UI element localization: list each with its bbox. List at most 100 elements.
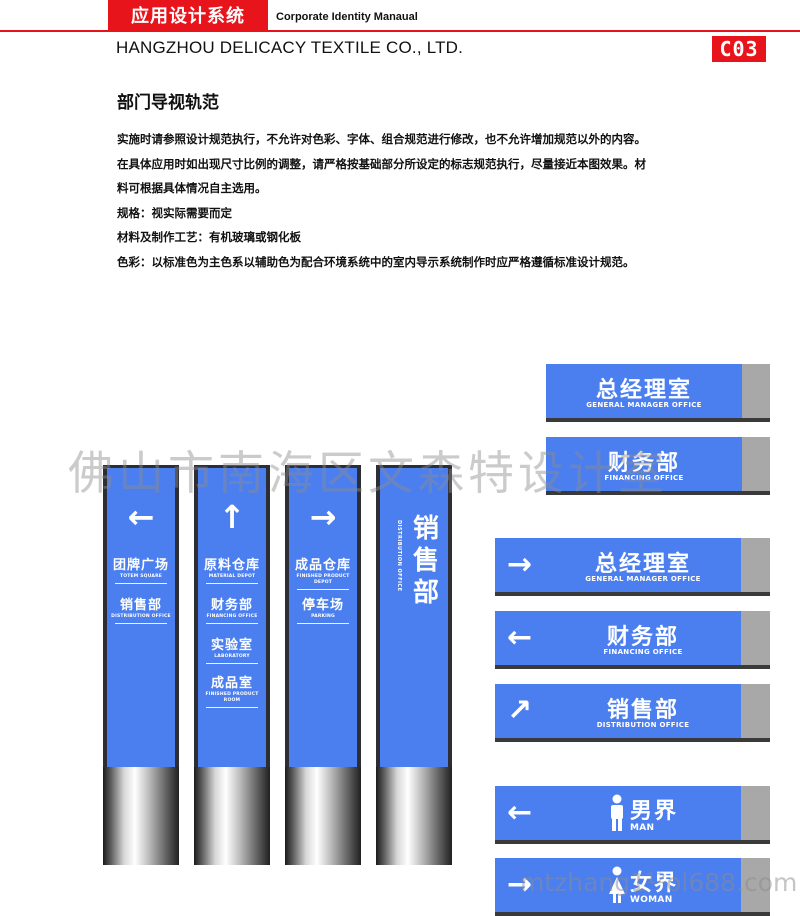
- door-plate-general-manager: 总经理室 GENERAL MANAGER OFFICE: [546, 364, 770, 422]
- divider: [115, 583, 167, 584]
- pylon-item: 成品仓库 FINISHED PRODUCT DEPOT: [289, 558, 357, 590]
- arrow-right-icon: →: [507, 867, 533, 902]
- pylon-item-zh: 团牌广场: [112, 558, 169, 573]
- section-title: 部门导视轨范: [117, 93, 219, 113]
- arrow-left-icon: ←: [127, 498, 155, 536]
- plate-side: [741, 611, 770, 665]
- watermark-text: 佛山市南海区文森特设计室: [68, 446, 668, 500]
- pylon-item-en: FINISHED PRODUCT ROOM: [205, 692, 259, 703]
- body-line: 在具体应用时如出现尺寸比例的调整，请严格按基础部分所设定的标志规范执行，尽量接近…: [117, 156, 646, 171]
- plate-label-zh: 财务部: [607, 451, 680, 476]
- divider: [115, 623, 167, 624]
- man-icon: [611, 794, 623, 831]
- arrow-right-icon: →: [507, 547, 533, 582]
- plate-label-en: GENERAL MANAGER OFFICE: [585, 575, 701, 583]
- plate-label-zh: 男界: [630, 799, 679, 824]
- pylon-face: → 成品仓库 FINISHED PRODUCT DEPOT 停车场 PARKIN…: [285, 465, 361, 767]
- pylon-item-en: PARKING: [311, 614, 335, 619]
- arrow-left-icon: ←: [507, 620, 533, 655]
- steel-base: [103, 767, 179, 865]
- pylon-item-zh: 实验室: [210, 638, 253, 653]
- manual-label: Corporate Identity Manaual: [276, 11, 418, 23]
- section-body: 实施时请参照设计规范执行，不允许对色彩、字体、组合规范进行修改，也不允许增加规范…: [117, 127, 757, 274]
- plate-label-zh: 财务部: [606, 625, 679, 650]
- pylon-item: 销售部 DISTRIBUTION OFFICE: [107, 598, 175, 624]
- body-line: 实施时请参照设计规范执行，不允许对色彩、字体、组合规范进行修改，也不允许增加规范…: [117, 132, 646, 146]
- pylon-face: ← 团牌广场 TOTEM SQUARE 销售部 DISTRIBUTION OFF…: [103, 465, 179, 767]
- divider: [206, 583, 258, 584]
- pylon-item-en: DISTRIBUTION OFFICE: [111, 614, 171, 619]
- pylon-item: 财务部 FINANCING OFFICE: [198, 598, 266, 624]
- body-line: 色彩：以标准色为主色系以辅助色为配合环境系统中的室内导示系统制作时应严格遵循标准…: [117, 254, 635, 269]
- direction-plate-general-manager: → 总经理室 GENERAL MANAGER OFFICE: [495, 538, 770, 596]
- pylon-item-zh: 停车场: [301, 598, 344, 613]
- pylon-sign-1: ← 团牌广场 TOTEM SQUARE 销售部 DISTRIBUTION OFF…: [103, 465, 179, 865]
- divider: [206, 663, 258, 664]
- divider: [297, 589, 349, 590]
- watermark-url: mtzhang1¹²ol688.com: [520, 868, 798, 897]
- steel-base: [285, 767, 361, 865]
- plate-underline: [495, 665, 770, 669]
- plate-label-en: MAN: [630, 823, 655, 833]
- arrow-right-icon: →: [309, 498, 337, 536]
- plate-label-en: FINANCING OFFICE: [604, 474, 684, 482]
- arrow-up-right-icon: ↗: [507, 693, 533, 728]
- pylon-item: 停车场 PARKING: [289, 598, 357, 624]
- plate-face: [495, 684, 741, 738]
- direction-plate-women: → 女界 WOMAN: [495, 858, 770, 916]
- plate-underline: [546, 418, 770, 422]
- woman-icon: [609, 866, 625, 903]
- plate-side: [741, 538, 770, 592]
- pylon-item: 团牌广场 TOTEM SQUARE: [107, 558, 175, 584]
- pylon-item-zh: 销售部: [119, 598, 162, 613]
- steel-base: [194, 767, 270, 865]
- plate-side: [741, 684, 770, 738]
- pylon-sign-3: → 成品仓库 FINISHED PRODUCT DEPOT 停车场 PARKIN…: [285, 465, 361, 865]
- door-plate-financing: 财务部 FINANCING OFFICE: [546, 437, 770, 495]
- pylon-item: 实验室 LABORATORY: [198, 638, 266, 664]
- pylon-item-en: FINANCING OFFICE: [206, 614, 258, 619]
- plate-label-zh: 总经理室: [595, 378, 692, 403]
- pylon-item-en: MATERIAL DEPOT: [208, 574, 256, 579]
- plate-side: [742, 364, 770, 418]
- plate-side: [742, 437, 770, 491]
- plate-label-en: GENERAL MANAGER OFFICE: [586, 401, 702, 409]
- pylon-item-zh: 原料仓库: [203, 558, 260, 573]
- direction-plate-men: ← 男界 MAN: [495, 786, 770, 844]
- plate-face: [546, 437, 742, 491]
- pylon-sign-4: DISTRIBUTION OFFICE 销售部: [376, 465, 452, 865]
- plate-side: [741, 858, 770, 912]
- plate-underline: [495, 592, 770, 596]
- plate-label-en: FINANCING OFFICE: [603, 648, 683, 656]
- divider: [297, 623, 349, 624]
- body-line: 规格：视实际需要而定: [117, 205, 232, 220]
- page-code: C03: [712, 36, 766, 62]
- pylon-face: DISTRIBUTION OFFICE 销售部: [376, 465, 452, 767]
- body-line: 料可根据具体情况自主选用。: [117, 181, 267, 195]
- plate-label-zh: 女界: [630, 871, 679, 896]
- plate-underline: [495, 912, 770, 916]
- plate-underline: [495, 738, 770, 742]
- pylon-item: 成品室 FINISHED PRODUCT ROOM: [198, 676, 266, 708]
- arrow-left-icon: ←: [507, 795, 533, 830]
- plate-side: [741, 786, 770, 840]
- pylon-face: ↑ 原料仓库 MATERIAL DEPOT 财务部 FINANCING OFFI…: [194, 465, 270, 767]
- plate-label-en: WOMAN: [630, 895, 673, 905]
- system-label: 应用设计系统: [108, 0, 268, 30]
- steel-base: [376, 767, 452, 865]
- pylon-item-en: LABORATORY: [214, 654, 250, 659]
- company-name: HANGZHOU DELICACY TEXTILE CO., LTD.: [116, 38, 464, 57]
- pylon-vertical-zh: 销售部: [412, 514, 439, 608]
- arrow-up-icon: ↑: [218, 498, 246, 536]
- direction-plate-financing: ← 财务部 FINANCING OFFICE: [495, 611, 770, 669]
- direction-plate-distribution: ↗ 销售部 DISTRIBUTION OFFICE: [495, 684, 770, 742]
- body-line: 材料及制作工艺：有机玻璃或钢化板: [117, 230, 301, 244]
- plate-face: [495, 611, 741, 665]
- pylon-vertical-en: DISTRIBUTION OFFICE: [396, 520, 402, 592]
- plate-label-en: DISTRIBUTION OFFICE: [596, 721, 690, 729]
- plate-label-zh: 销售部: [606, 698, 679, 723]
- plate-underline: [546, 491, 770, 495]
- pylon-item-zh: 成品室: [210, 676, 253, 691]
- plate-label-zh: 总经理室: [594, 552, 691, 577]
- header-divider: [0, 30, 800, 32]
